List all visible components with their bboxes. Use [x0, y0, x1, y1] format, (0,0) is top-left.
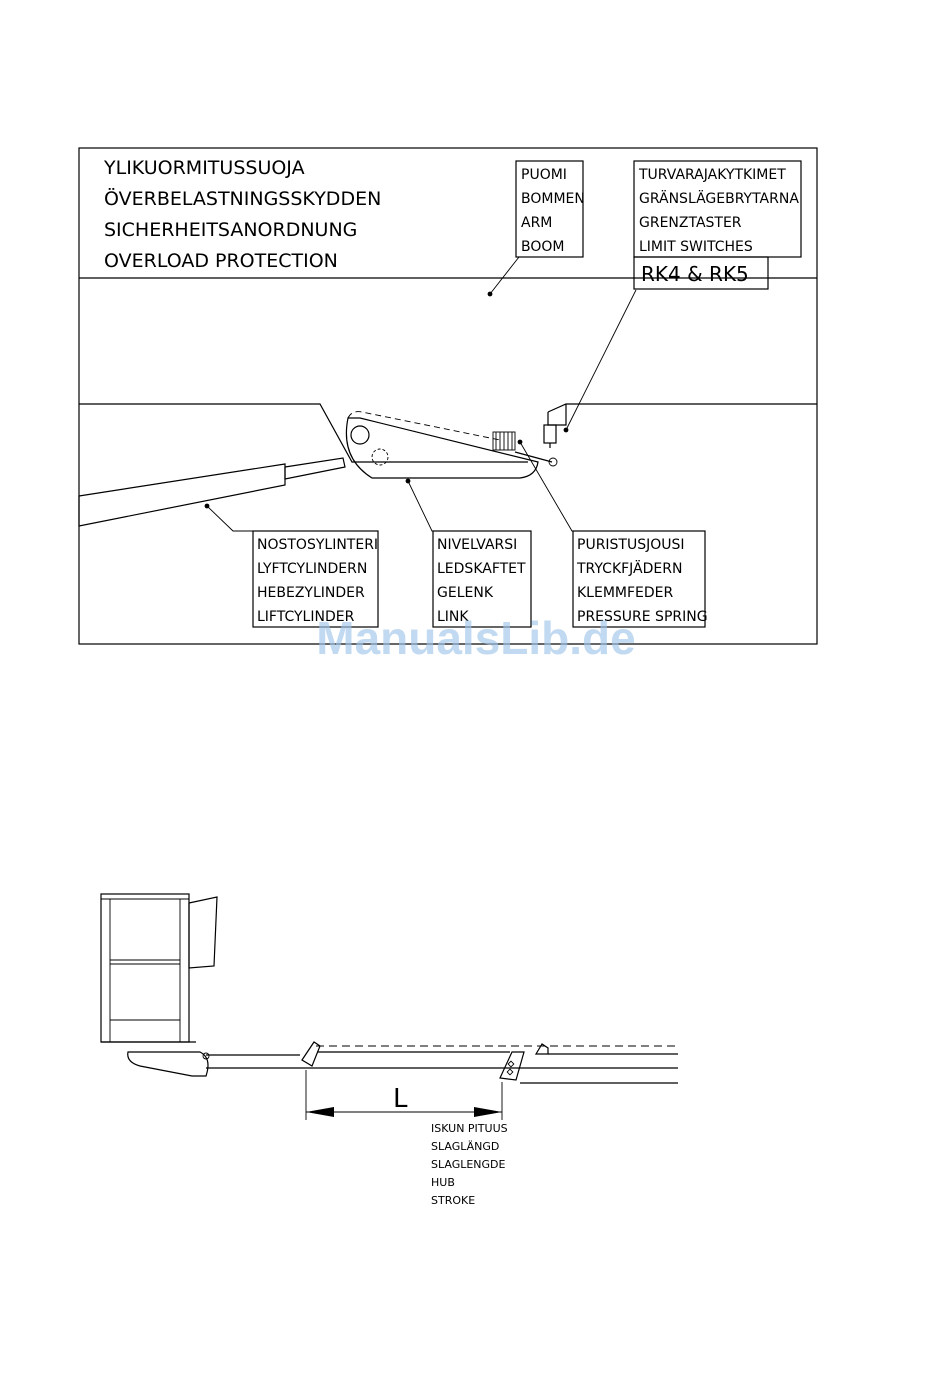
boom-label-de: ARM — [521, 215, 552, 231]
boom-label-box — [515, 160, 584, 258]
limit-switch-code: RK4 & RK5 — [641, 262, 749, 286]
cylinder-label-box — [252, 530, 379, 628]
basket-pivot — [202, 1052, 210, 1060]
figure1-title-en: OVERLOAD PROTECTION — [104, 250, 338, 272]
cylinder-mount-right — [499, 1051, 525, 1081]
limit-switch-label-fi: TURVARAJAKYTKIMET — [638, 167, 786, 183]
boom-leader-dot — [487, 291, 493, 297]
dimension-symbol: L — [393, 1084, 408, 1114]
cylinder-mount-upper — [534, 1043, 549, 1055]
spring-label-en: PRESSURE SPRING — [577, 609, 708, 625]
stroke-label-no: SLAGLENGDE — [431, 1158, 506, 1171]
cylinder-leader-dot — [204, 503, 210, 509]
link-plate — [345, 417, 539, 479]
figure1-title-fi: YLIKUORMITUSSUOJA — [103, 157, 305, 179]
link-label-fi: NIVELVARSI — [437, 537, 517, 553]
limit-switch-label-en: LIMIT SWITCHES — [639, 239, 753, 255]
boom-label-sv: BOMMEN — [521, 191, 585, 207]
spring-label-box — [572, 530, 706, 628]
link-pivot-upper — [350, 425, 370, 445]
boom-label-fi: PUOMI — [521, 167, 567, 183]
mount-bolt-b — [506, 1068, 514, 1076]
limit-switch-leader-dot — [563, 427, 569, 433]
limit-switch-body — [543, 424, 557, 444]
basket-bracket — [127, 1051, 209, 1077]
link-label-de: GELENK — [437, 585, 494, 601]
spring-leader-dot — [517, 439, 523, 445]
figure1-frame — [78, 147, 818, 645]
basket — [100, 893, 218, 1043]
boom-right-contour — [547, 403, 817, 413]
cylinder-label-fi: NOSTOSYLINTERI — [257, 537, 378, 553]
link-label-sv: LEDSKAFTET — [437, 561, 526, 577]
spring-label-de: KLEMMFEDER — [577, 585, 674, 601]
link-hidden-edge — [347, 411, 501, 441]
stroke-label-de: HUB — [431, 1176, 455, 1189]
link-pivot-lower — [371, 448, 389, 466]
control-panel — [188, 896, 218, 969]
lift-cylinder-rod — [284, 457, 346, 480]
stroke-length-figure: L ISKUN PITUUS SLAGLÄNGD SLAGLENGDE HUB … — [100, 893, 678, 1207]
spring-label-sv: TRYCKFJÄDERN — [576, 559, 682, 577]
boom-bottom-contour — [79, 403, 528, 463]
link-label-en: LINK — [437, 609, 469, 625]
spring-leader — [519, 441, 574, 532]
limit-switch-label-de: GRENZTASTER — [639, 215, 742, 231]
overload-protection-figure: YLIKUORMITUSSUOJA ÖVERBELASTNINGSSKYDDEN… — [78, 147, 818, 645]
limit-switch-leader — [565, 289, 637, 431]
watermark: ManualsLib.de — [316, 612, 635, 664]
limit-switch-code-box — [633, 256, 769, 290]
spring-label-fi: PURISTUSJOUSI — [577, 537, 685, 553]
dimension-arrow-right — [474, 1107, 502, 1117]
stroke-label-fi: ISKUN PITUUS — [431, 1122, 508, 1135]
stroke-label-sv: SLAGLÄNGD — [431, 1140, 499, 1153]
mount-bolt-a — [507, 1060, 515, 1068]
stroke-label-en: STROKE — [431, 1194, 475, 1207]
boom-label-en: BOOM — [521, 239, 564, 255]
boom-leader — [489, 256, 520, 295]
cylinder-leader — [206, 505, 255, 532]
pressure-spring — [492, 431, 558, 467]
dimension-arrow-left — [306, 1107, 334, 1117]
limit-switch-bracket — [547, 404, 567, 426]
link-label-box — [432, 530, 532, 628]
cylinder-mount-left — [301, 1041, 321, 1067]
link-leader-dot — [405, 478, 411, 484]
link-leader — [407, 480, 437, 532]
cylinder-label-de: HEBEZYLINDER — [257, 585, 365, 601]
figure1-title-sv: ÖVERBELASTNINGSSKYDDEN — [104, 187, 381, 210]
lift-cylinder-barrel — [78, 463, 286, 527]
figure1-title-de: SICHERHEITSANORDNUNG — [104, 219, 357, 241]
cylinder-label-en: LIFTCYLINDER — [257, 609, 355, 625]
limit-switch-label-sv: GRÄNSLÄGEBRYTARNA — [639, 189, 799, 207]
cylinder-label-sv: LYFTCYLINDERN — [257, 561, 367, 577]
